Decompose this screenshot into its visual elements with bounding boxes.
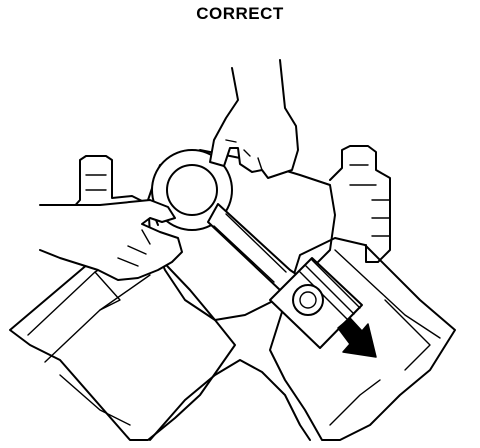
lower-hand — [39, 199, 183, 281]
right-block-casting — [329, 145, 391, 263]
direction-arrow-icon — [337, 317, 377, 358]
crank-journal — [151, 149, 233, 231]
figure-caption: CORRECT — [196, 4, 284, 23]
right-cylinder-bank — [269, 237, 456, 441]
block-valley — [149, 359, 311, 441]
upper-hand — [209, 59, 299, 179]
piston — [269, 257, 363, 349]
